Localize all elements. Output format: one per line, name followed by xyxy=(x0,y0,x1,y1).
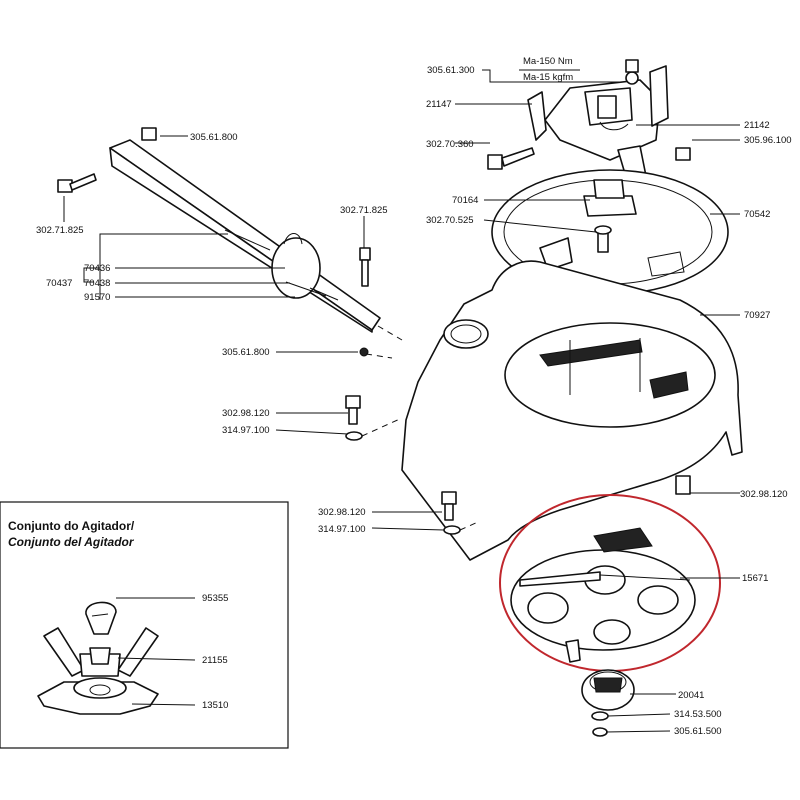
inset-agitator-drawing xyxy=(37,601,159,715)
bolt-302-71-825-mid xyxy=(359,247,371,287)
callout-305-61-800-mid: 305.61.800 xyxy=(222,347,270,358)
nut-305-96-100 xyxy=(675,147,691,161)
callout-15671: 15671 xyxy=(742,573,768,584)
nut-305-61-500 xyxy=(592,727,608,737)
bolt-washer-set-a xyxy=(345,395,363,441)
agitator-plate-15671 xyxy=(510,527,696,663)
bowl-ring-70542 xyxy=(491,169,729,295)
callout-305-61-800-top: 305.61.800 xyxy=(190,132,238,143)
arm-70437-assembly xyxy=(109,139,381,333)
callout-70542: 70542 xyxy=(744,209,770,220)
inset-callout-13510: 13510 xyxy=(202,700,228,711)
callout-302-98-120-a: 302.98.120 xyxy=(222,408,270,419)
inset-title-es: Conjunto del Agitador xyxy=(8,535,135,549)
callout-314-97-100-b: 314.97.100 xyxy=(318,524,366,535)
bolt-302-71-825-left xyxy=(57,173,97,193)
alignment-line xyxy=(361,417,403,437)
torque-nm-label: Ma-150 Nm xyxy=(523,56,573,67)
callout-70438: 70438 xyxy=(84,278,110,289)
callout-305-61-300: 305.61.300 xyxy=(427,65,475,76)
callout-302-70-360: 302.70.360 xyxy=(426,139,474,150)
callout-70927: 70927 xyxy=(744,310,770,321)
callout-305-61-500: 305.61.500 xyxy=(674,726,722,737)
bolt-washer-set-b xyxy=(441,491,461,535)
washer-314-53-500 xyxy=(591,711,609,721)
inset-title-pt: Conjunto do Agitador/ xyxy=(8,519,135,533)
drive-bracket-assembly xyxy=(527,59,669,185)
inset-callout-21155: 21155 xyxy=(202,655,228,666)
callout-302-98-120-right: 302.98.120 xyxy=(740,489,788,500)
callout-305-96-100: 305.96.100 xyxy=(744,135,792,146)
callout-314-53-500: 314.53.500 xyxy=(674,709,722,720)
alignment-line xyxy=(365,353,393,359)
nut-305-61-800-mid xyxy=(359,347,369,357)
alignment-line xyxy=(377,325,403,341)
callout-314-97-100-a: 314.97.100 xyxy=(222,425,270,436)
bolt-302-70-360 xyxy=(487,147,535,170)
callout-70437: 70437 xyxy=(46,278,72,289)
callout-91570: 91570 xyxy=(84,292,110,303)
callout-21147: 21147 xyxy=(426,99,452,110)
callout-20041: 20041 xyxy=(678,690,704,701)
callout-302-70-525: 302.70.525 xyxy=(426,215,474,226)
coupling-20041 xyxy=(581,669,635,711)
callout-302-98-120-b: 302.98.120 xyxy=(318,507,366,518)
callout-21142: 21142 xyxy=(744,120,770,131)
leader-lines xyxy=(63,69,740,733)
bolt-302-98-120-right xyxy=(675,475,691,495)
callout-302-71-825-mid: 302.71.825 xyxy=(340,205,388,216)
inset-callout-95355: 95355 xyxy=(202,593,228,604)
nut-305-61-800-top xyxy=(141,127,157,141)
agitator-inset-box: Conjunto do Agitador/ Conjunto del Agita… xyxy=(0,501,289,749)
gear-housing-70927 xyxy=(401,260,743,561)
torque-kgfm-label: Ma-15 kgfm xyxy=(523,72,573,83)
callout-70436: 70436 xyxy=(84,263,110,274)
callout-70164: 70164 xyxy=(452,195,478,206)
alignment-line xyxy=(459,521,479,531)
callout-302-71-825-left: 302.71.825 xyxy=(36,225,84,236)
